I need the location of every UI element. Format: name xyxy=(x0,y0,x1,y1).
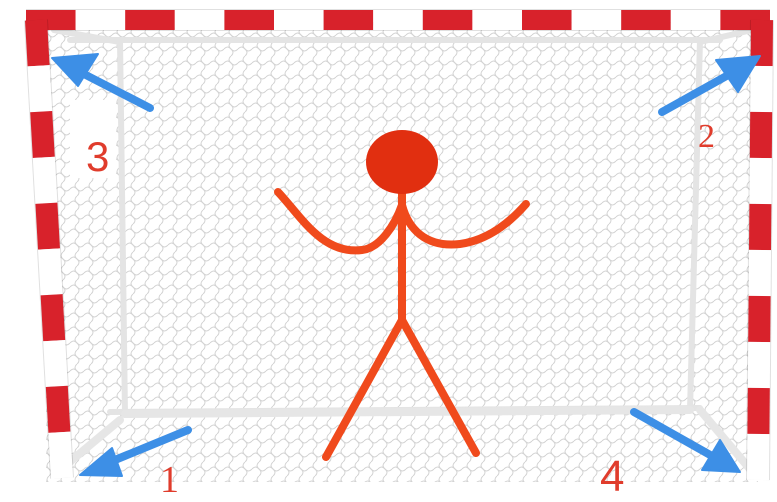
left-post-segment xyxy=(41,112,44,158)
left-post-segment xyxy=(59,432,62,478)
left-post-segment xyxy=(46,203,49,249)
left-post-segment xyxy=(54,341,57,387)
corner-label-1: 1 xyxy=(160,458,179,502)
left-post-segment xyxy=(57,386,60,432)
left-post-segment xyxy=(44,157,47,203)
figure-head xyxy=(366,130,438,194)
corner-label-4: 4 xyxy=(600,452,624,502)
corner-label-2: 2 xyxy=(698,118,715,156)
right-post xyxy=(758,20,762,480)
left-post-segment xyxy=(36,20,39,66)
left-post-segment xyxy=(52,295,55,341)
left-post-segment xyxy=(49,249,52,295)
corner-label-3: 3 xyxy=(86,133,109,181)
left-post-segment xyxy=(39,66,42,112)
